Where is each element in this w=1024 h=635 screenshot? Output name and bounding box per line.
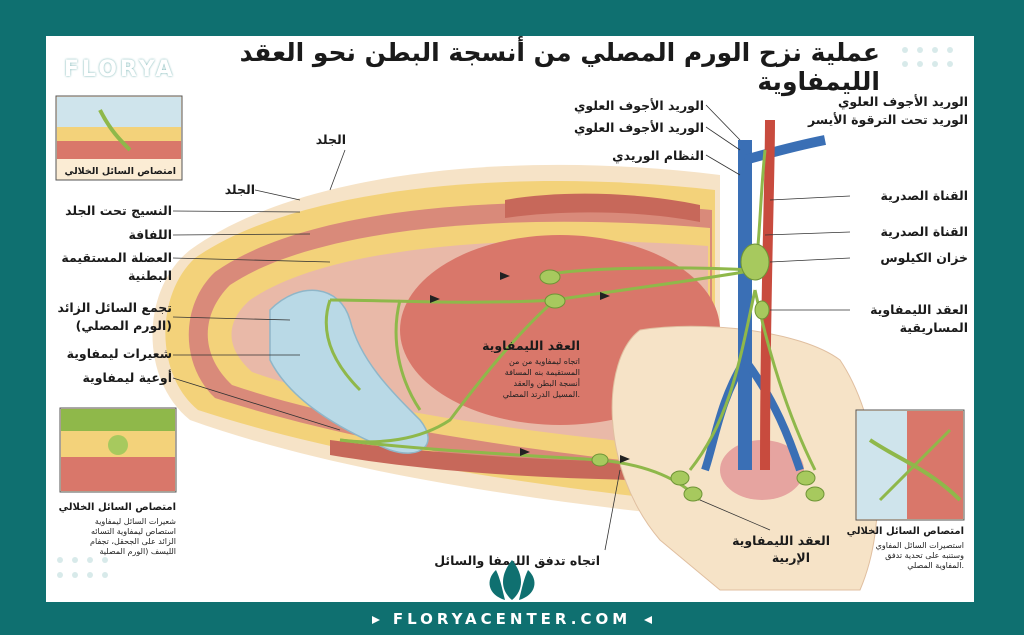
leader-lines — [172, 104, 851, 551]
label-rectus-muscle: العضلة المستقيمة — [61, 250, 172, 265]
inset-mid-left-line: شعيرات السائل ليمفاوية — [95, 517, 176, 526]
label-thoracic-duct-2: القناة الصدرية — [881, 224, 969, 239]
center-label-line: أنسجة البطن والعقد — [514, 378, 580, 388]
label-mesenteric-nodes-1: العقد الليمفاوية — [870, 302, 968, 317]
label-thoracic-duct-1: القناة الصدرية — [881, 188, 969, 203]
labels-top: الوريد الأجوف العلوي الوريد الأجوف العلو… — [574, 98, 704, 164]
flow-arrows — [430, 272, 630, 463]
label-cisterna-chyli: خزان الكيلوس — [880, 250, 968, 265]
label-subcutaneous: النسيج تحت الجلد — [65, 203, 172, 218]
label-seroma: (الورم المصلي) — [76, 318, 172, 334]
labels-bottom: اتجاه تدفق الليمفا والسائل العقد الليمفا… — [434, 533, 830, 568]
inset-right-caption: امتصاص السائل الخلالي — [847, 526, 964, 537]
arterial-system — [760, 119, 775, 471]
center-label: العقد الليمفاوية اتجاه ليمفاوية من من ال… — [482, 338, 580, 399]
lotus-logo-icon — [489, 560, 535, 600]
label-svc-1: الوريد الأجوف العلوي — [574, 98, 704, 113]
label-inguinal-1: العقد الليمفاوية — [732, 533, 830, 548]
label-mesenteric-nodes-2: المساريقية — [900, 320, 968, 335]
labels-right: الوريد الأجوف العلوي الوريد تحت الترقوة … — [807, 94, 968, 335]
decorative-dots — [57, 47, 953, 578]
footer-brand: FLORYACENTER.COM — [392, 610, 632, 628]
inset-mid-left-caption: امتصاص السائل الخلالي — [59, 502, 176, 513]
lymph-nodes — [539, 243, 825, 502]
label-abdominal: البطنية — [128, 268, 172, 283]
inset-mid-left-line: الليسف (الورم المصلية — [99, 547, 176, 556]
label-lymph-capillaries: شعيرات ليمفاوية — [67, 346, 172, 361]
label-inguinal-2: الإربية — [772, 550, 810, 565]
center-label-line: المسيل الدرتد المصلي. — [503, 390, 580, 399]
label-fascia: اللفافة — [128, 227, 172, 242]
label-svc-2: الوريد الأجوف العلوي — [574, 120, 704, 135]
label-lymph-vessels: أوعية ليمفاوية — [82, 369, 172, 385]
label-subclavian: الوريد تحت الترقوة الأيسر — [807, 112, 968, 127]
label-fluid-collection: تجمع السائل الزائد — [57, 300, 172, 315]
inset-mid-left — [59, 407, 177, 493]
inset-right-line: المفاوية المصلي. — [907, 561, 964, 570]
label-skin: الجلد — [225, 182, 255, 197]
center-label-line: المستقيمة بنه المسافة — [505, 368, 580, 377]
page-title: عملية نزح الورم المصلي من أنسجة البطن نح… — [239, 38, 880, 96]
inset-mid-left-line: استصاص ليمفاوية التسائه — [91, 527, 176, 536]
label-skin-top: الجلد — [316, 132, 346, 147]
inset-top-left — [55, 95, 183, 181]
inset-mid-left-line: الزائد على الجحقل، تجفام — [90, 537, 176, 546]
center-label-title: العقد الليمفاوية — [482, 338, 580, 353]
brand-logo: FLORYA CENTER — [64, 57, 176, 93]
inset-right-line: وستنبه على تحدية تدفق — [885, 551, 964, 560]
footer-arrows — [372, 616, 652, 624]
inset-top-left-caption: امتصاص السائل الخلالي — [64, 166, 176, 177]
inset-right — [855, 409, 965, 521]
inset-captions: امتصاص السائل الخلالي امتصاص السائل الخل… — [59, 166, 965, 570]
label-venous-system: النظام الوريدي — [612, 148, 704, 164]
labels-left: الجلد الجلد النسيج تحت الجلد اللفافة الع… — [57, 132, 346, 385]
label-flow-direction: اتجاه تدفق الليمفا والسائل — [434, 553, 600, 568]
brand-logo-text: FLORYA — [64, 57, 176, 82]
center-label-line: اتجاه ليمفاوية من من — [509, 357, 580, 366]
brand-logo-sub: CENTER — [85, 82, 155, 92]
label-svc-right: الوريد الأجوف العلوي — [838, 94, 968, 109]
inset-right-line: استصيرات السائل المفاوي — [876, 541, 964, 550]
